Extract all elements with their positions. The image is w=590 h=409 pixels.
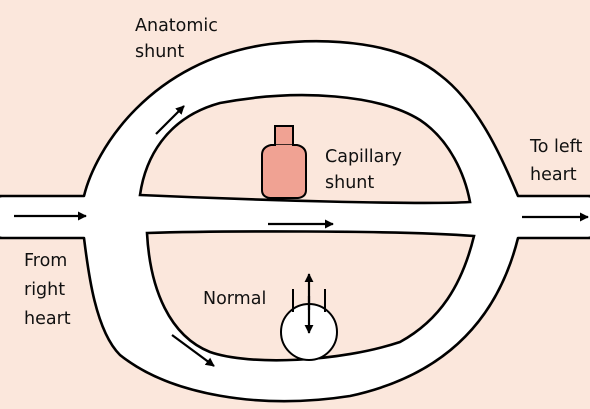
label-from-right-heart: From right heart [24, 251, 73, 329]
label-normal: Normal [203, 289, 266, 309]
